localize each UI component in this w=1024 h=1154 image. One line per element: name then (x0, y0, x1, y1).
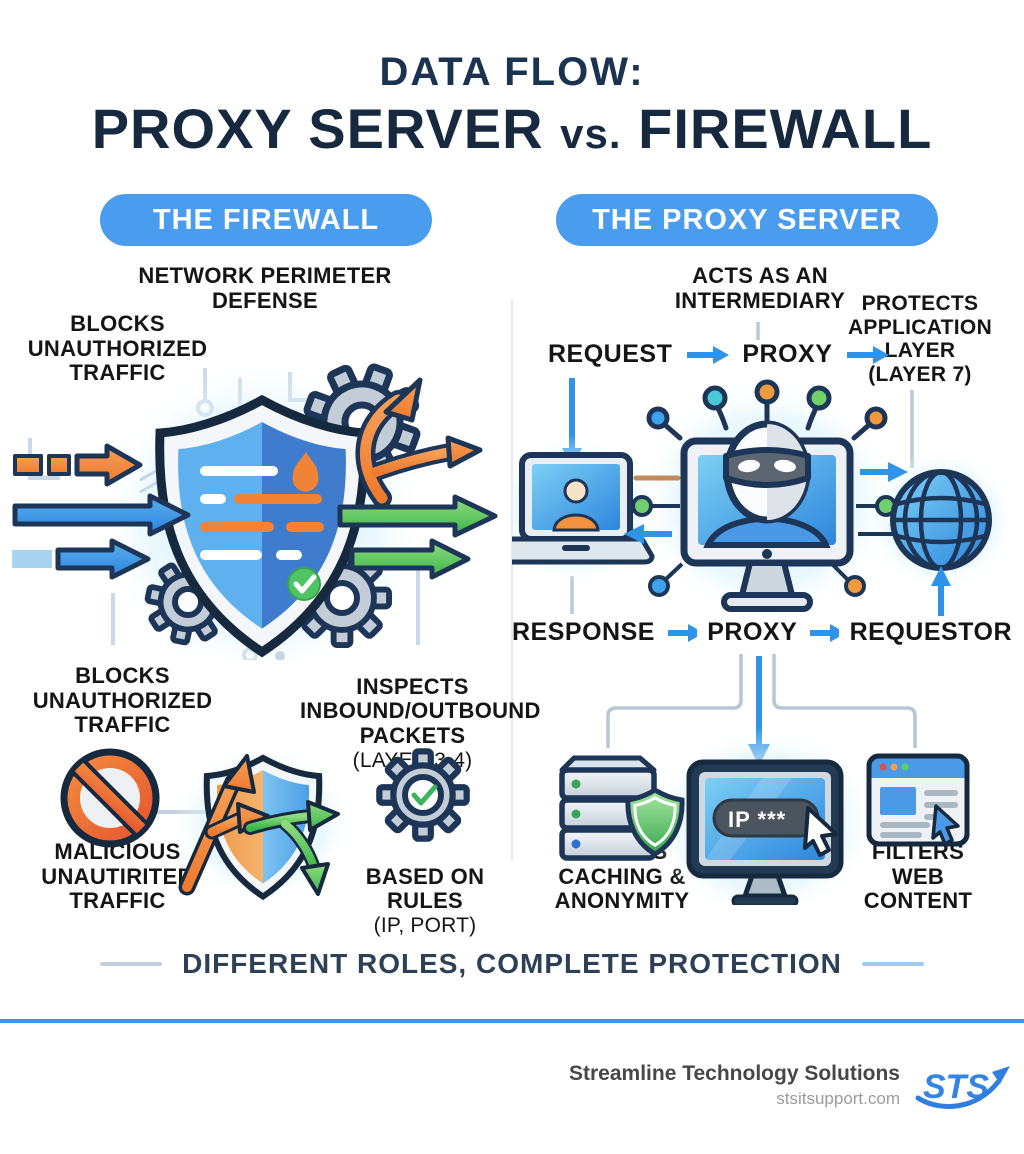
check-badge-icon (287, 567, 321, 601)
label-rules-main: BASED ON RULES (365, 863, 485, 914)
request-flow-row: REQUEST PROXY (548, 340, 890, 369)
outbound-arrows-icon (337, 494, 498, 580)
proxy-monitor-icon (680, 420, 854, 612)
rule-lines-icon (200, 466, 324, 560)
browser-icon (866, 753, 970, 847)
allowed-arrow-icon (243, 800, 340, 896)
title-right: FIREWALL (638, 97, 933, 160)
bounced-arrow-icon (355, 377, 483, 508)
proxy-bottom-icons: IP *** (559, 654, 970, 905)
response-flow-row: RESPONSE PROXY REQUESTOR (512, 618, 1012, 647)
sts-logo: STS (915, 1066, 1010, 1109)
label-inspects-main: INSPECTS INBOUND/OUTBOUND PACKETS (300, 673, 541, 748)
cursor-icon (931, 804, 960, 846)
label-protects: PROTECTS APPLICATION LAYER (LAYER 7) (847, 292, 993, 386)
inbound-arrows-icon (12, 443, 191, 580)
label-network-perimeter: NETWORK PERIMETER DEFENSE (138, 263, 392, 313)
page-title: PROXY SERVER vs. FIREWALL (0, 96, 1024, 161)
label-request: REQUEST (548, 340, 673, 368)
right-arrow-icon (847, 345, 890, 364)
firewall-header-pill: THE FIREWALL (100, 194, 432, 246)
label-intermediary: ACTS AS AN INTERMEDIARY (674, 263, 846, 313)
proxy-header-pill: THE PROXY SERVER (556, 194, 938, 246)
website-url: stsitsupport.com (776, 1088, 900, 1108)
user-icon (552, 513, 600, 532)
title-vs: vs. (560, 110, 622, 157)
firewall-bottom-icons (60, 745, 512, 901)
flame-icon (292, 452, 319, 492)
label-inspects: INSPECTS INBOUND/OUTBOUND PACKETS (LAYER… (300, 650, 540, 797)
footer: Streamline Technology Solutions stsitsup… (569, 1056, 1012, 1114)
label-proxy-bottom: PROXY (707, 618, 798, 646)
right-arrow-icon (687, 345, 730, 364)
firewall-shield-icon (160, 400, 365, 652)
right-arrow-icon (667, 623, 697, 642)
proxy-illustration (512, 322, 1016, 620)
title-kicker: DATA FLOW: (379, 50, 645, 94)
server-stack-icon (559, 755, 682, 861)
antenna-dots-icon (646, 379, 888, 441)
label-rules-sub: (IP, PORT) (373, 913, 477, 937)
gear-icon (295, 551, 389, 645)
column-divider (511, 300, 513, 860)
company-name: Streamline Technology Solutions (569, 1061, 900, 1085)
right-arrow-icon (809, 623, 839, 642)
tagline-text: DIFFERENT ROLES, COMPLETE PROTECTION (182, 948, 842, 979)
label-blocks-top: BLOCKS UNAUTHORIZED TRAFFIC (27, 311, 208, 386)
requestor-up-arrow-icon (931, 566, 951, 616)
link-dots-left-icon (624, 475, 684, 597)
branch-connector-icon (606, 654, 917, 748)
title-left: PROXY SERVER (91, 97, 544, 160)
cursor-icon (803, 806, 838, 857)
footer-divider (0, 1019, 1024, 1023)
firewall-illustration (12, 360, 498, 660)
label-based-on-rules: BASED ON RULES (IP, PORT) (350, 840, 500, 962)
label-blocks-bottom: BLOCKS UNAUTHORIZED TRAFFIC (32, 663, 213, 738)
no-entry-icon (60, 748, 160, 848)
label-response: RESPONSE (512, 618, 655, 646)
ip-mask-monitor-icon: IP *** (686, 759, 844, 905)
ip-masked-text: IP *** (728, 807, 786, 832)
link-dots-right-icon (830, 462, 908, 597)
gear-check-icon (379, 751, 466, 838)
globe-icon (890, 469, 992, 571)
tagline-dash-right (861, 962, 924, 966)
laptop-icon (512, 452, 655, 565)
tagline-row: DIFFERENT ROLES, COMPLETE PROTECTION (0, 948, 1024, 980)
label-proxy-top: PROXY (742, 340, 833, 368)
tagline-dash-left (100, 962, 163, 966)
label-requestor: REQUESTOR (849, 618, 1012, 646)
